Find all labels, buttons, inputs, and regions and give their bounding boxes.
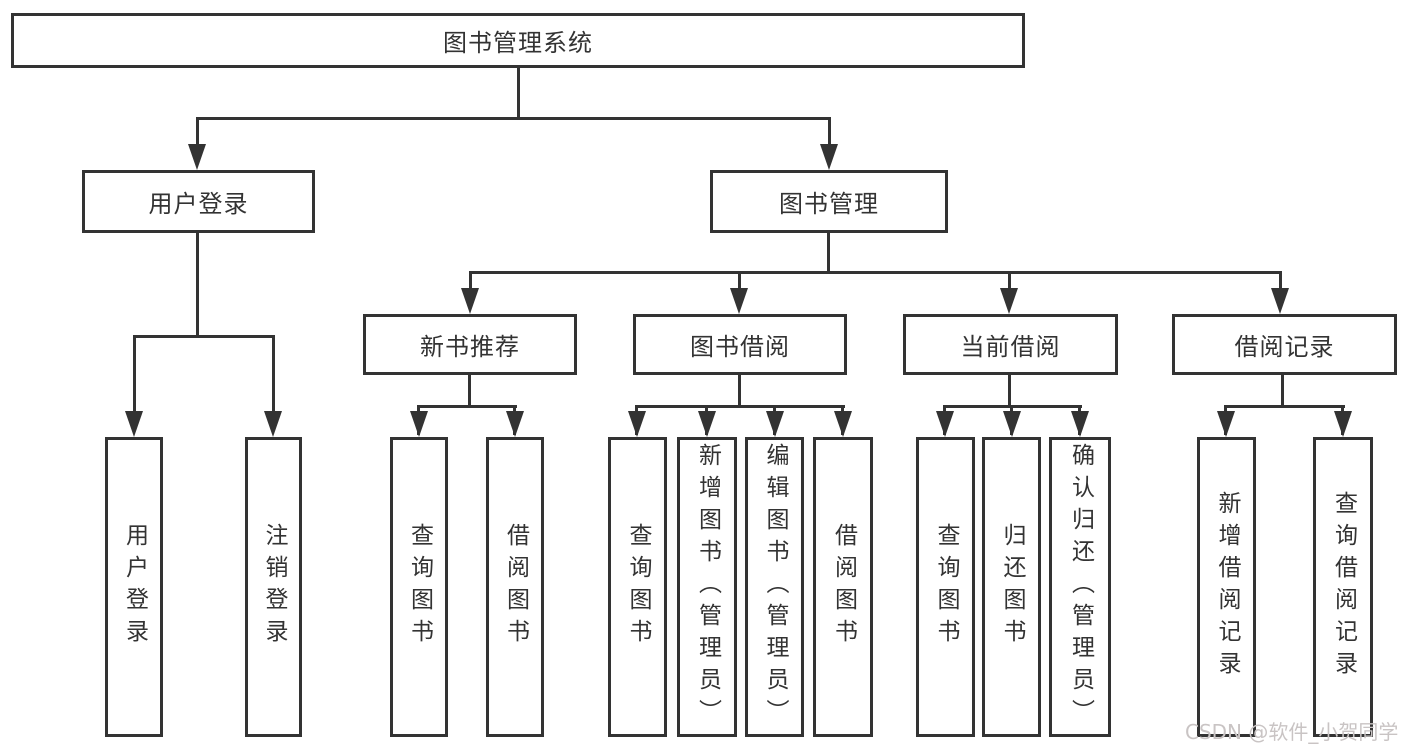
connector-records-bar [1225, 405, 1345, 408]
connector-newbook-bar [418, 405, 517, 408]
leaf-user-login-label: 用户登录 [121, 523, 148, 651]
leaf-logout-label: 注销登录 [261, 523, 287, 651]
leaf-add-book-admin: 新增图书（管理员） [677, 437, 737, 737]
leaf-edit-book-admin: 编辑图书（管理员） [745, 437, 804, 737]
node-current-borrowing: 当前借阅 [903, 314, 1118, 375]
connector-borrowing-stem [738, 375, 741, 406]
node-book-borrowing: 图书借阅 [633, 314, 847, 375]
connector-book-management-bar [469, 271, 1282, 274]
leaf-confirm-return-admin: 确认归还（管理员） [1049, 437, 1111, 737]
connector-user-login-drop-1 [133, 335, 136, 423]
arrow-to-leaf-borrow-books-2 [834, 411, 852, 437]
connector-user-login-stem [196, 233, 199, 337]
leaf-add-book-admin-label: 新增图书（管理员） [694, 443, 721, 731]
arrow-to-leaf-edit-book-admin [766, 411, 784, 437]
arrow-to-leaf-add-borrow-record [1217, 411, 1235, 437]
leaf-borrow-books-1-label: 借阅图书 [502, 523, 529, 651]
arrow-to-leaf-query-books-2 [628, 411, 646, 437]
leaf-user-login: 用户登录 [105, 437, 163, 737]
connector-book-management-stem [827, 233, 830, 273]
connector-current-stem [1008, 375, 1011, 406]
arrow-to-current-borrowing [1000, 288, 1018, 314]
connector-user-login-drop-2 [272, 335, 275, 423]
leaf-borrow-books-2-label: 借阅图书 [830, 523, 857, 651]
leaf-query-borrow-record-label: 查询借阅记录 [1330, 491, 1357, 683]
connector-root-drop-left [196, 117, 199, 150]
arrow-to-leaf-confirm-return [1071, 411, 1089, 437]
leaf-query-books-1-label: 查询图书 [406, 523, 433, 651]
arrow-to-user-login [188, 144, 206, 170]
arrow-to-new-book-recommendation [461, 288, 479, 314]
connector-borrowing-bar [636, 405, 845, 408]
leaf-query-borrow-record: 查询借阅记录 [1313, 437, 1373, 737]
connector-l3-drop-1 [469, 271, 472, 293]
node-book-management: 图书管理 [710, 170, 948, 233]
connector-l3-drop-4 [1279, 271, 1282, 293]
arrow-to-leaf-query-borrow-record [1334, 411, 1352, 437]
arrow-to-leaf-logout [264, 411, 282, 437]
connector-root-bar [196, 117, 831, 120]
arrow-to-book-management [820, 144, 838, 170]
arrow-to-leaf-return-books [1003, 411, 1021, 437]
connector-root-stem [517, 68, 520, 120]
leaf-logout: 注销登录 [245, 437, 302, 737]
csdn-watermark: CSDN @软件_小贺同学 [1185, 720, 1399, 744]
leaf-query-books-3-label: 查询图书 [933, 523, 959, 651]
leaf-add-borrow-record: 新增借阅记录 [1197, 437, 1256, 737]
connector-current-bar [944, 405, 1082, 408]
connector-newbook-stem [468, 375, 471, 406]
node-user-login: 用户登录 [82, 170, 315, 233]
connector-records-stem [1281, 375, 1284, 406]
leaf-query-books-2-label: 查询图书 [625, 523, 651, 651]
arrow-to-leaf-query-books-3 [936, 411, 954, 437]
connector-root-drop-right [828, 117, 831, 150]
leaf-add-borrow-record-label: 新增借阅记录 [1214, 491, 1240, 683]
connector-l3-drop-2 [738, 271, 741, 293]
arrow-to-leaf-borrow-books-1 [506, 411, 524, 437]
node-new-book-recommendation: 新书推荐 [363, 314, 577, 375]
leaf-confirm-return-admin-label: 确认归还（管理员） [1067, 443, 1094, 731]
arrow-to-leaf-query-books-1 [410, 411, 428, 437]
leaf-query-books-1: 查询图书 [390, 437, 448, 737]
leaf-borrow-books-2: 借阅图书 [813, 437, 873, 737]
connector-user-login-bar [133, 335, 275, 338]
leaf-query-books-3: 查询图书 [916, 437, 975, 737]
arrow-to-book-borrowing [730, 288, 748, 314]
leaf-return-books: 归还图书 [982, 437, 1041, 737]
arrow-to-leaf-user-login [125, 411, 143, 437]
node-library-management-system: 图书管理系统 [11, 13, 1025, 68]
leaf-edit-book-admin-label: 编辑图书（管理员） [762, 443, 788, 731]
leaf-query-books-2: 查询图书 [608, 437, 667, 737]
connector-l3-drop-3 [1008, 271, 1011, 293]
leaf-return-books-label: 归还图书 [999, 523, 1025, 651]
arrow-to-leaf-add-book-admin [698, 411, 716, 437]
leaf-borrow-books-1: 借阅图书 [486, 437, 544, 737]
node-borrowing-records: 借阅记录 [1172, 314, 1397, 375]
arrow-to-borrowing-records [1271, 288, 1289, 314]
